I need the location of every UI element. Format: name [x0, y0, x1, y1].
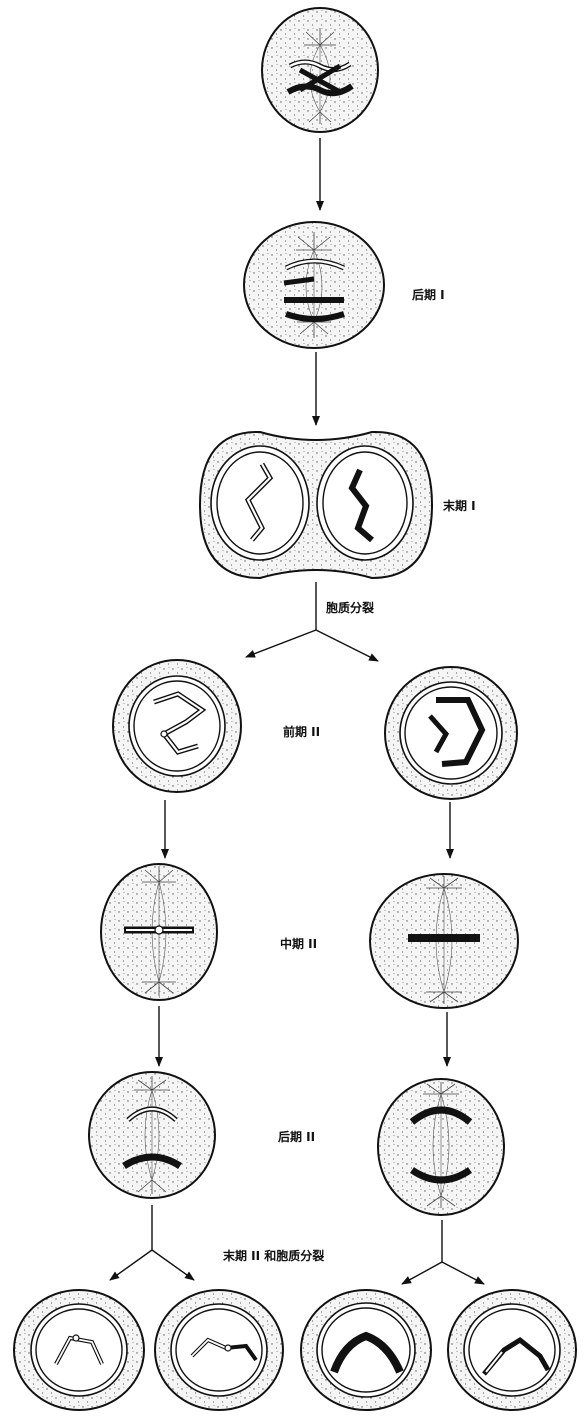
cell-prophase-2-left [113, 660, 241, 792]
cell-anaphase-2-right [378, 1079, 504, 1215]
label-anaphase-1: 后期 I [412, 286, 445, 303]
cell-telophase-2-c [301, 1290, 431, 1410]
label-metaphase-2: 中期 II [280, 935, 317, 952]
cell-telophase-2-a [14, 1290, 144, 1410]
cell-anaphase-2-left [89, 1072, 215, 1198]
cell-prophase-2-right [385, 667, 517, 799]
cell-anaphase-1 [244, 222, 384, 348]
label-cytokinesis: 胞质分裂 [326, 599, 374, 616]
cell-metaphase-1 [262, 8, 378, 132]
cell-telophase-2-b [155, 1290, 283, 1410]
label-anaphase-2: 后期 II [278, 1128, 315, 1145]
label-prophase-2: 前期 II [283, 723, 320, 740]
label-telophase-2-cytokinesis: 末期 II 和胞质分裂 [223, 1247, 324, 1264]
cell-metaphase-2-left [101, 864, 217, 1000]
cell-telophase-1 [200, 432, 432, 578]
label-telophase-1: 末期 I [443, 497, 476, 514]
cell-telophase-2-d [448, 1290, 576, 1410]
cell-metaphase-2-right [370, 874, 518, 1008]
